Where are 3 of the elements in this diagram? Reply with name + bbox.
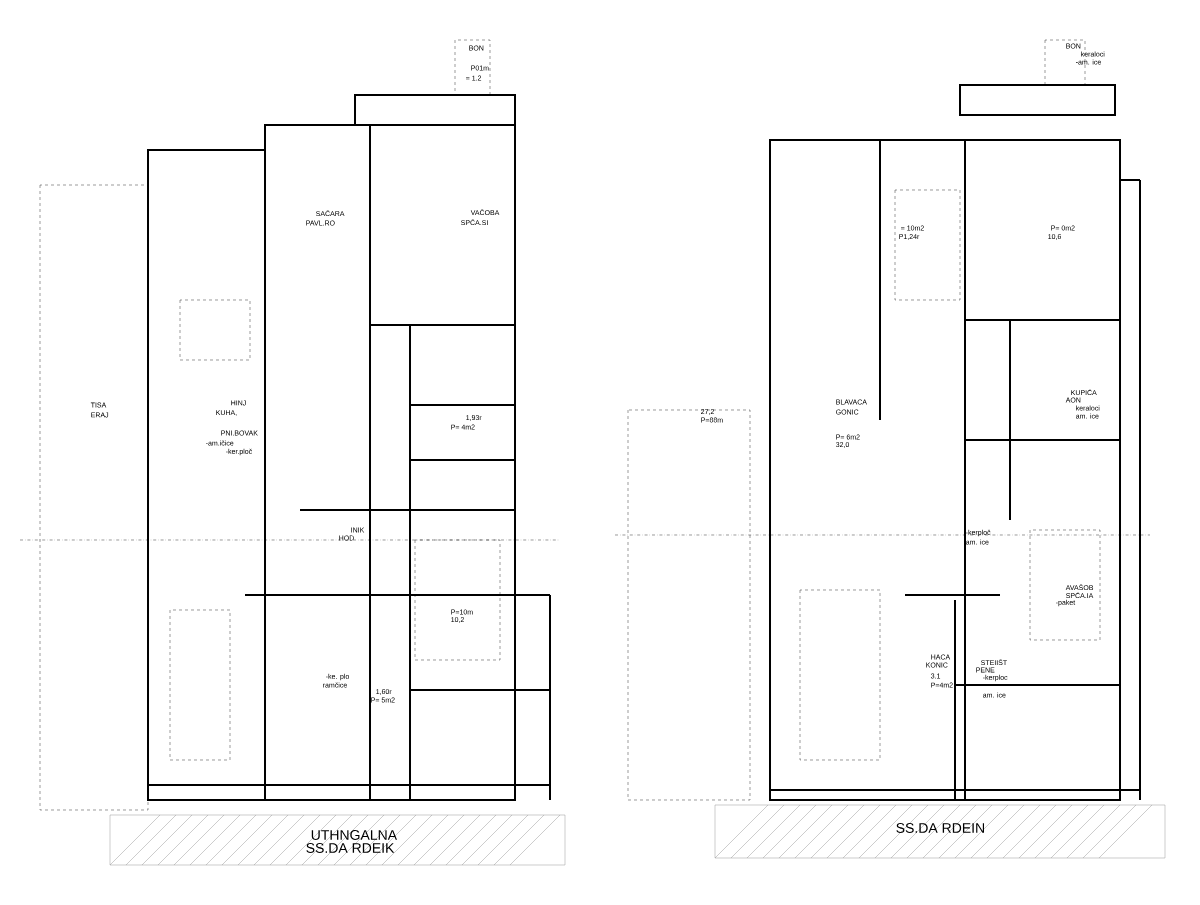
room-label: UTHNGALNA bbox=[311, 830, 397, 840]
room-label: SS.DA RDEIN bbox=[896, 823, 984, 833]
room-label: SS.DA RDEIK bbox=[306, 843, 395, 853]
